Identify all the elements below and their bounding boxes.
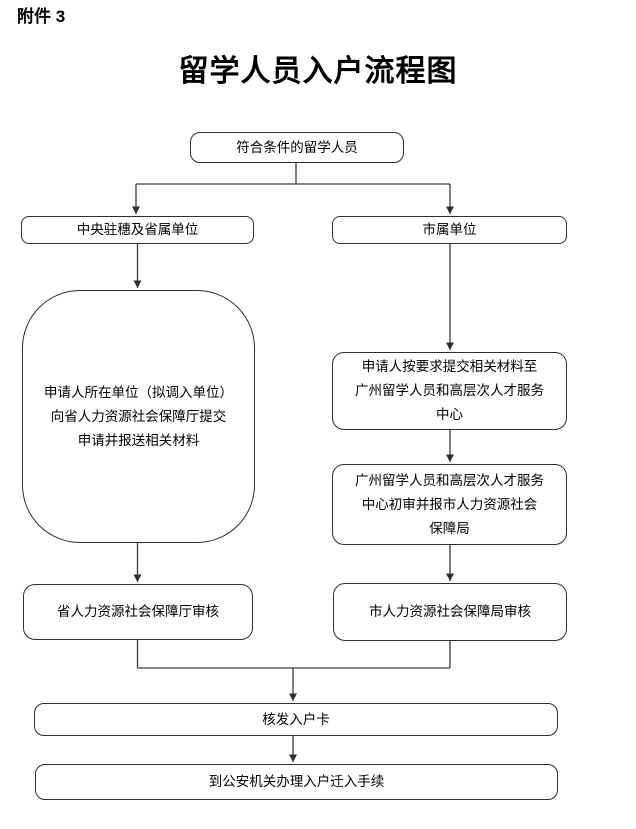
node-provincial-review-label: 省人力资源社会保障厅审核 [57, 604, 219, 619]
node-start-label: 符合条件的留学人员 [236, 139, 358, 155]
node-final-step-label: 到公安机关办理入户迁入手续 [208, 774, 385, 789]
node-right-initial-review: 广州留学人员和高层次人才服务 中心初审并报市人力资源社会 保障局 [332, 464, 567, 545]
attachment-label: 附件 3 [17, 7, 66, 26]
node-right-submit-line1: 申请人按要求提交相关材料至 [361, 359, 538, 374]
node-left-submit-line3: 申请并报送相关材料 [77, 432, 200, 448]
node-provincial-review: 省人力资源社会保障厅审核 [23, 584, 253, 640]
node-start: 符合条件的留学人员 [190, 132, 404, 163]
node-right-submit-line3: 中心 [436, 407, 463, 422]
node-municipal-review-label: 市人力资源社会保障局审核 [369, 604, 531, 619]
node-left-submit: 申请人所在单位（拟调入单位） 向省人力资源社会保障厅提交 申请并报送相关材料 [22, 290, 255, 543]
node-left-submit-line1: 申请人所在单位（拟调入单位） [44, 384, 233, 400]
node-right-submit: 申请人按要求提交相关材料至 广州留学人员和高层次人才服务 中心 [332, 352, 567, 430]
node-branch-central-provincial-label: 中央驻穗及省属单位 [76, 222, 199, 237]
node-right-initial-review-line2: 中心初审并报市人力资源社会 [361, 496, 538, 512]
node-branch-municipal-label: 市属单位 [422, 222, 477, 237]
page-title: 留学人员入户流程图 [178, 55, 458, 88]
node-left-submit-line2: 向省人力资源社会保障厅提交 [50, 408, 227, 424]
node-municipal-review: 市人力资源社会保障局审核 [333, 583, 567, 641]
node-issue-card-label: 核发入户卡 [262, 711, 330, 727]
node-branch-central-provincial: 中央驻穗及省属单位 [21, 216, 254, 244]
node-branch-municipal: 市属单位 [332, 216, 567, 244]
node-issue-card: 核发入户卡 [34, 703, 558, 736]
node-right-initial-review-line1: 广州留学人员和高层次人才服务 [355, 472, 544, 488]
node-final-step: 到公安机关办理入户迁入手续 [35, 764, 558, 800]
node-right-initial-review-line3: 保障局 [429, 520, 470, 536]
node-right-submit-line2: 广州留学人员和高层次人才服务 [355, 383, 544, 398]
